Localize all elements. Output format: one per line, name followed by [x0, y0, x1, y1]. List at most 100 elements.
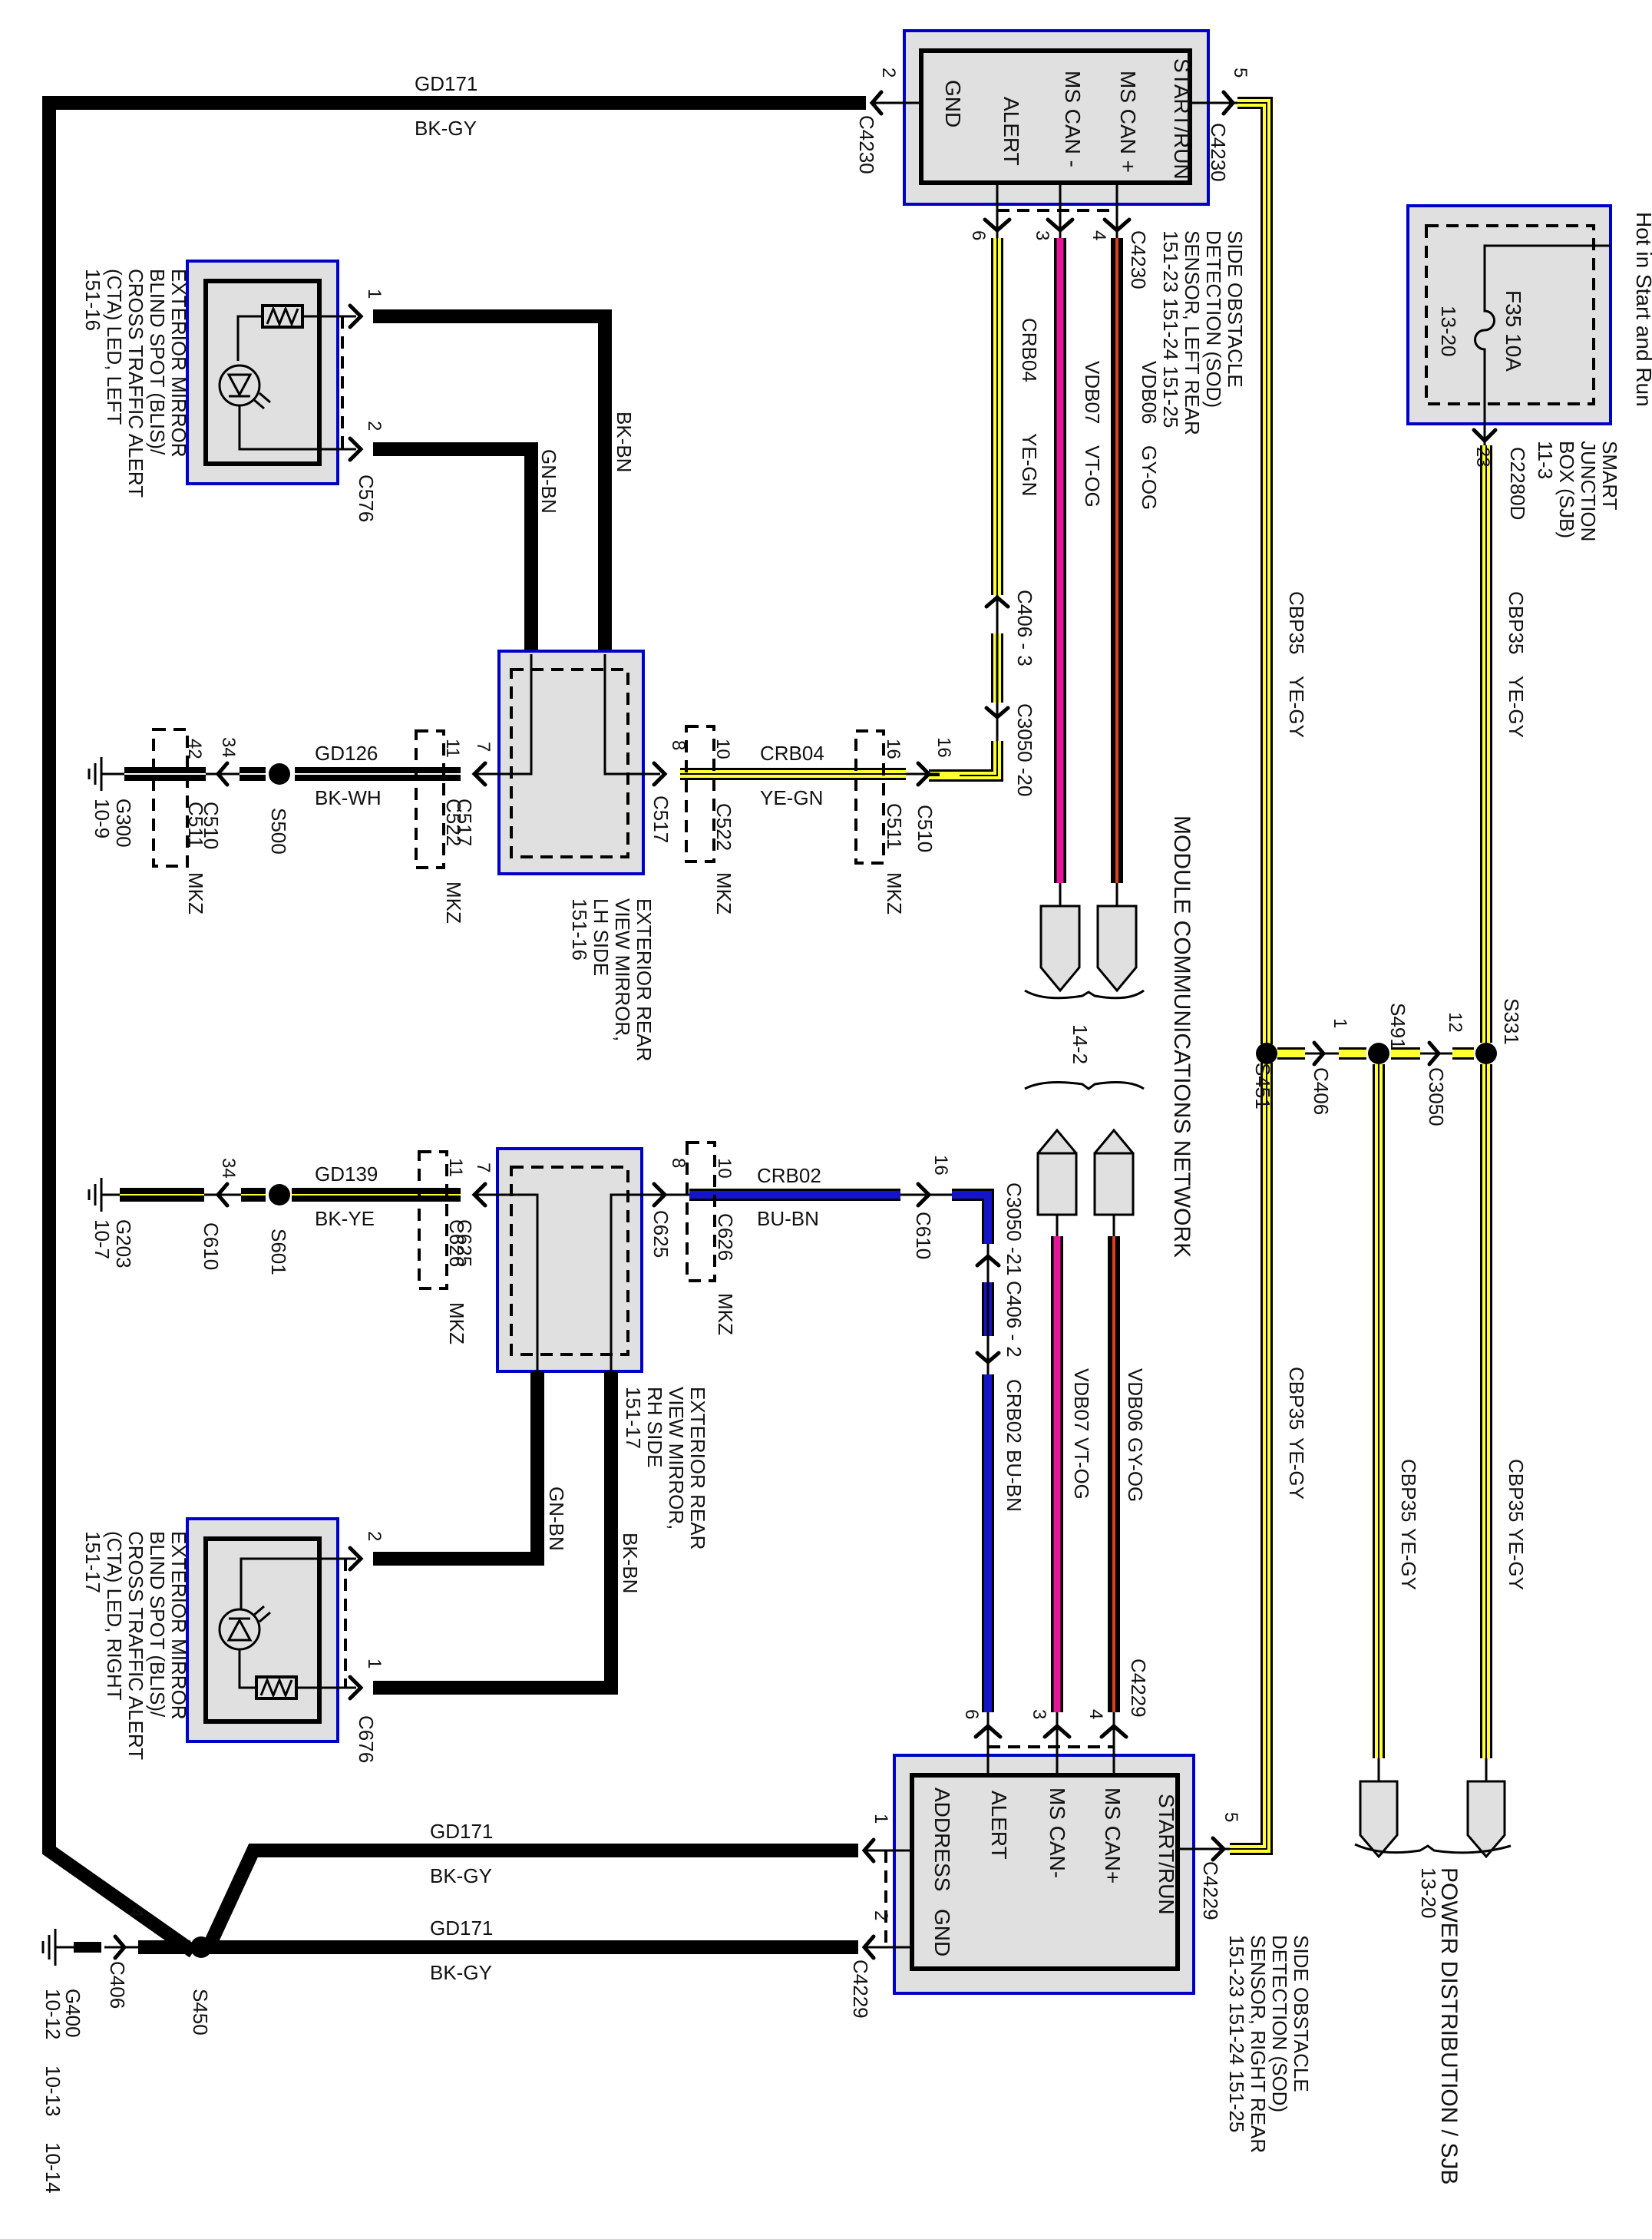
inline-connector-label: C511	[883, 803, 906, 849]
pin-number: 34	[218, 737, 239, 758]
diagram-label: SIDE OBSTACLE	[1224, 230, 1247, 388]
wire-color: BK-BN	[613, 412, 636, 472]
sod-left-rear-module[interactable]: START/RUN MS CAN + MS CAN - ALERT GND	[903, 29, 1210, 206]
wire-color: BK-YE	[315, 1207, 375, 1230]
hot-label: Hot in Start and Run	[1632, 212, 1652, 407]
network-terminal[interactable]	[1039, 883, 1081, 993]
network-ref: 13-20	[1417, 1867, 1440, 1919]
pin-number: 23	[1472, 447, 1493, 468]
diagram-label: EXTERIOR MIRROR	[167, 1531, 190, 1720]
diagram-label: 151-23 151-24 151-25	[1159, 230, 1182, 428]
network-ref: 14-2	[1069, 1024, 1092, 1064]
pin-number: 11	[445, 1158, 466, 1177]
network-terminal[interactable]	[1036, 1128, 1078, 1236]
pin-address: ADDRESS	[930, 1788, 954, 1891]
smart-junction-box[interactable]: F35 10A 13-20	[1406, 204, 1612, 445]
network-terminal[interactable]	[1096, 883, 1138, 993]
diagram-label: JUNCTION	[1577, 441, 1600, 541]
pin-number: 1	[364, 289, 385, 299]
optional-connector-box	[415, 729, 445, 869]
connector-label: C4229	[1127, 1659, 1150, 1718]
connector-label: C517	[649, 795, 672, 843]
diagram-label: BLIND SPOT (BLIS)/	[146, 1531, 169, 1718]
diagram-label: 151-17	[622, 1387, 645, 1449]
inline-connector-label: C511	[184, 802, 207, 848]
splice-label: S500	[267, 808, 290, 855]
inline-connector-label: C406 - 3	[1013, 590, 1036, 666]
diagram-label: LH SIDE	[590, 898, 613, 976]
led-left-label: EXTERIOR MIRROR BLIND SPOT (BLIS)/ CROSS…	[81, 269, 190, 498]
network-terminal[interactable]	[1093, 1128, 1135, 1236]
pin-ms-can-minus: MS CAN-	[1046, 1788, 1069, 1878]
pin-gnd: GND	[930, 1909, 954, 1956]
ground-label: G203	[112, 1219, 135, 1268]
mirror-lh[interactable]	[476, 650, 660, 875]
splice-s451[interactable]	[1256, 1043, 1277, 1064]
wire-gd171-address[interactable]	[200, 1844, 858, 1953]
diagram-label: EXTERIOR MIRROR	[167, 269, 190, 458]
diagram-label: 151-17	[81, 1531, 104, 1593]
mirror-lh-label: EXTERIOR REAR VIEW MIRROR, LH SIDE 151-1…	[568, 898, 656, 1061]
connector-label: C676	[355, 1715, 378, 1763]
wire-crb02[interactable]	[689, 1189, 994, 1712]
wire-gn-bn-left[interactable]	[373, 442, 538, 654]
wire-cbp35-sod-left[interactable]	[1237, 97, 1273, 1044]
pin-number: 10	[714, 1158, 735, 1179]
inline-connector-label: C3050 -20	[1013, 703, 1036, 796]
ground-label: G300	[112, 799, 135, 848]
splice-s500[interactable]	[269, 763, 290, 785]
wire-gn-bn-right[interactable]	[373, 1371, 544, 1566]
inline-connector-label: C3050 -21	[1003, 1182, 1026, 1275]
wire-color: YE-GN	[1018, 433, 1041, 496]
wire-cbp35-sod-right[interactable]	[1230, 1063, 1273, 1855]
pin-number: 6	[968, 230, 989, 240]
sjb-ref: 13-20	[1437, 306, 1460, 357]
wire-circuit: CBP35	[1505, 591, 1528, 654]
pin-number: 12	[1445, 1012, 1465, 1033]
connector-label: C625	[649, 1210, 672, 1258]
wire-bk-bn-left[interactable]	[373, 309, 612, 654]
connector-label: C2280D	[1506, 447, 1529, 520]
inline-connector-label: C626	[445, 1219, 468, 1267]
diagram-label: 151-23 151-24 151-25	[1225, 1935, 1248, 2132]
diagram-label: DETECTION (SOD)	[1268, 1935, 1291, 2112]
sjb-label: SMART JUNCTION BOX (SJB) 11-3	[1534, 441, 1621, 541]
wire-color: BK-GY	[430, 1864, 492, 1887]
inline-connector-label: C510	[200, 802, 223, 849]
wire-crb04-horizontal[interactable]	[680, 768, 960, 782]
power-terminal[interactable]	[1466, 1758, 1506, 1859]
wire-circuit: VDB06	[1138, 361, 1161, 424]
optional-connector-box	[152, 728, 189, 868]
blis-led-right[interactable]	[186, 1517, 356, 1743]
wire-circuit: GD171	[430, 1917, 493, 1940]
pin-number: 16	[883, 739, 904, 759]
wire-circuit: GD139	[315, 1162, 378, 1186]
sod-right-label: SIDE OBSTACLE DETECTION (SOD) SENSOR, RI…	[1225, 1935, 1313, 2153]
wire-color: GN-BN	[545, 1487, 568, 1551]
mirror-rh[interactable]	[476, 1147, 665, 1373]
wire-circuit: CRB04	[1018, 318, 1041, 382]
pin-number: 42	[184, 739, 205, 759]
splice-label: S601	[267, 1229, 290, 1275]
wire-circuit: CBP35	[1285, 1367, 1308, 1430]
sod-right-rear-module[interactable]: START/RUN MS CAN+ MS CAN- ALERT ADDRESS …	[893, 1754, 1195, 1995]
inline-connector-label: C522	[712, 803, 735, 851]
diagram-label: 151-16	[81, 269, 104, 331]
wire-color: VT-OG	[1081, 445, 1104, 508]
splice-s331[interactable]	[1475, 1043, 1497, 1064]
wire-bk-bn-right[interactable]	[373, 1371, 618, 1695]
wire-color: GY-OG	[1124, 1437, 1147, 1502]
blis-led-left[interactable]	[186, 260, 356, 485]
power-terminal[interactable]	[1359, 1758, 1399, 1859]
splice-s601[interactable]	[269, 1184, 290, 1205]
diagram-label: EXTERIOR REAR	[686, 1387, 709, 1549]
wire-gd171-top[interactable]	[42, 96, 866, 1958]
wire-color: YE-GY	[1285, 1437, 1308, 1500]
wire-crb04-vertical[interactable]	[929, 238, 1003, 782]
splice-s491[interactable]	[1368, 1043, 1389, 1064]
pin-number: 5	[1221, 1812, 1241, 1822]
pin-ms-can-plus: MS CAN +	[1116, 71, 1140, 173]
inline-connector-label: C406	[106, 1961, 129, 2009]
pin-ms-can-minus: MS CAN -	[1061, 71, 1085, 167]
splice-s450[interactable]	[190, 1936, 212, 1958]
